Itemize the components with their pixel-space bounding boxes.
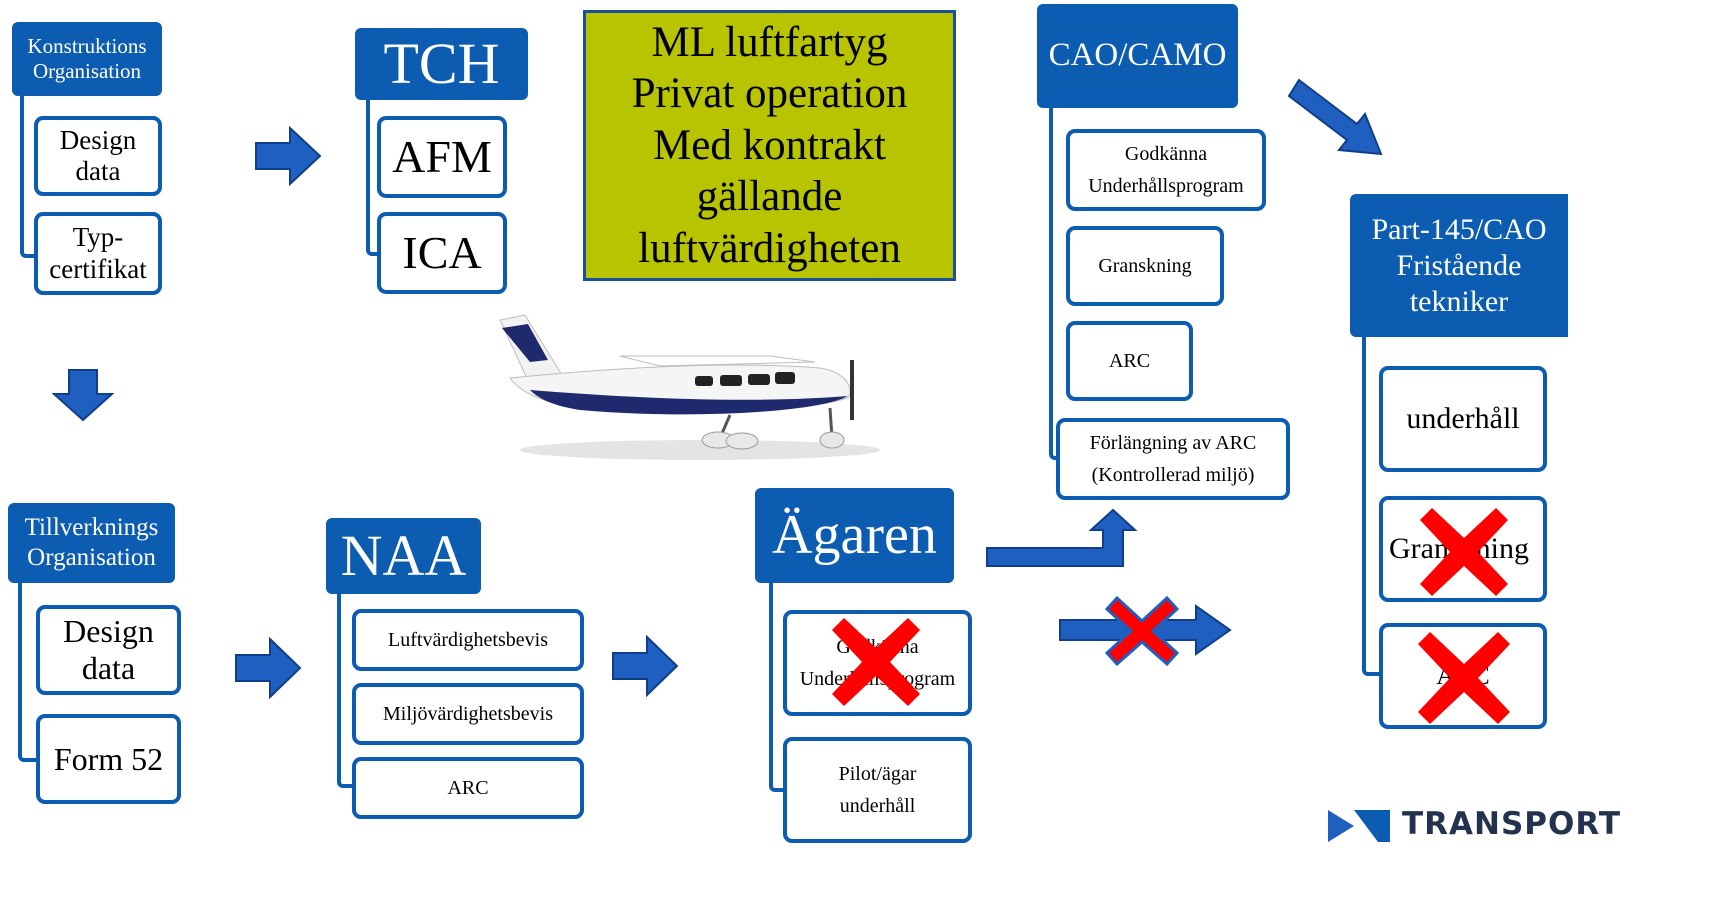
camo-header: CAO/CAMO: [1037, 4, 1238, 108]
connector-naa: [337, 592, 355, 788]
ml-luftfartyg-box: ML luftfartyg Privat operation Med kontr…: [583, 10, 956, 281]
naa-item-miljovardighetsbevis: Miljövärdighetsbevis: [352, 683, 584, 745]
konstruktion-item-typcertifikat: Typ- certifikat: [34, 212, 162, 295]
connector-konstruktion: [20, 95, 38, 258]
naa-item-luftvardighetsbevis: Luftvärdighetsbevis: [352, 609, 584, 671]
part145-header: Part-145/CAO Fristående tekniker: [1350, 194, 1568, 337]
part145-item-underhall: underhåll: [1379, 366, 1547, 472]
arrow-camo-part145-icon: [1287, 78, 1383, 156]
agaren-item-pilot-underhall: Pilot/ägar underhåll: [783, 737, 972, 843]
tch-item-ica: ICA: [377, 212, 507, 294]
agaren-item-godkanna: Godkänna Underhållsprogram: [783, 610, 972, 716]
part145-item-granskning: Granskning: [1379, 496, 1547, 602]
camo-item-godkanna: Godkänna Underhållsprogram: [1066, 129, 1266, 211]
konstruktion-item-design-data: Design data: [34, 116, 162, 196]
arrow-right-konstruktion-tch-icon: [255, 126, 322, 186]
tillverkning-header: Tillverknings Organisation: [8, 503, 175, 583]
connector-tch: [366, 98, 382, 256]
arrow-right-tillverkning-naa-icon: [235, 637, 302, 699]
arrow-right-naa-agaren-icon: [612, 635, 679, 697]
transport-logo: [1328, 810, 1390, 842]
arrow-agaren-camo-icon: [986, 508, 1138, 567]
agaren-header: Ägaren: [755, 488, 954, 583]
naa-header: NAA: [326, 518, 481, 594]
tch-item-afm: AFM: [377, 116, 507, 198]
connector-part145: [1362, 336, 1382, 676]
arrow-down-konstruktion-tillverkning-icon: [52, 369, 114, 422]
camo-item-granskning: Granskning: [1066, 226, 1224, 306]
arrow-agaren-part145-crossed-icon: [1059, 604, 1232, 656]
camo-item-forlangning: Förlängning av ARC (Kontrollerad miljö): [1056, 418, 1290, 500]
connector-agaren: [769, 582, 787, 792]
camo-item-arc: ARC: [1066, 321, 1193, 401]
tillverkning-item-form52: Form 52: [36, 714, 181, 804]
tch-header: TCH: [355, 28, 528, 100]
part145-item-arc: ARC: [1379, 623, 1547, 729]
logo-text: TRANSPORT: [1402, 806, 1621, 842]
airplane-image: [499, 314, 880, 460]
connector-camo: [1049, 108, 1065, 460]
connector-tillverkning: [18, 582, 40, 762]
tillverkning-item-design-data: Design data: [36, 605, 181, 695]
konstruktion-header: Konstruktions Organisation: [12, 22, 162, 96]
naa-item-arc: ARC: [352, 757, 584, 819]
